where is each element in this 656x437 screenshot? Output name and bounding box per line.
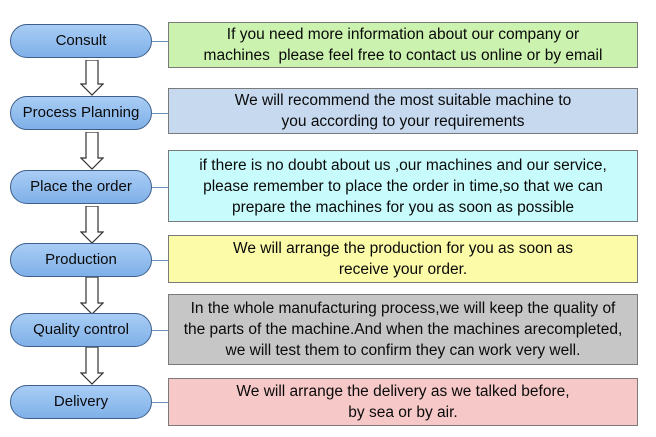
description-line: if there is no doubt about us ,our machi…	[199, 156, 607, 174]
step-pill-delivery: Delivery	[10, 385, 152, 419]
step-description-delivery: We will arrange the delivery as we talke…	[168, 378, 638, 426]
step-label: Production	[45, 251, 117, 268]
down-arrow-icon	[80, 60, 104, 96]
description-line: In the whole manufacturing process,we wi…	[190, 300, 616, 317]
connector-line	[152, 330, 168, 331]
step-label: Process Planning	[22, 104, 140, 121]
description-line: you according to your requirements	[281, 113, 525, 130]
description-line: We will recommend the most suitable mach…	[234, 92, 572, 109]
step-description-process-planning: We will recommend the most suitable mach…	[168, 88, 638, 134]
step-pill-production: Production	[10, 243, 152, 277]
step-pill-process-planning: Process Planning	[10, 96, 152, 130]
step-label: Consult	[55, 32, 107, 49]
description-line: please remember to place the order in ti…	[203, 177, 603, 195]
description-line: the parts of the machine.And when the ma…	[183, 321, 623, 338]
step-label: Delivery	[53, 393, 109, 410]
description-line: by sea or by air.	[348, 404, 458, 421]
step-pill-place-the-order: Place the order	[10, 170, 152, 204]
description-line: If you need more information about our c…	[226, 26, 580, 43]
step-description-production: We will arrange the production for you a…	[168, 235, 638, 283]
description-line: machines please feel free to contact us …	[203, 47, 603, 64]
step-label: Place the order	[30, 178, 132, 195]
down-arrow-icon	[80, 132, 104, 170]
step-pill-consult: Consult	[10, 24, 152, 58]
description-line: receive your order.	[338, 261, 468, 278]
connector-line	[152, 402, 168, 403]
connector-line	[152, 41, 168, 42]
down-arrow-icon	[80, 206, 104, 244]
step-pill-quality-control: Quality control	[10, 313, 152, 347]
step-description-consult: If you need more information about our c…	[168, 22, 638, 68]
down-arrow-icon	[80, 277, 104, 315]
description-line: we will test them to confirm they can wo…	[225, 342, 581, 359]
step-description-place-the-order: if there is no doubt about us ,our machi…	[168, 150, 638, 222]
step-label: Quality control	[33, 321, 129, 338]
down-arrow-icon	[80, 347, 104, 385]
description-line: We will arrange the delivery as we talke…	[236, 383, 570, 400]
description-line: prepare the machines for you as soon as …	[231, 198, 575, 216]
connector-line	[152, 187, 168, 188]
step-description-quality-control: In the whole manufacturing process,we wi…	[168, 294, 638, 365]
connector-line	[152, 113, 168, 114]
description-line: We will arrange the production for you a…	[232, 240, 574, 257]
connector-line	[152, 260, 168, 261]
